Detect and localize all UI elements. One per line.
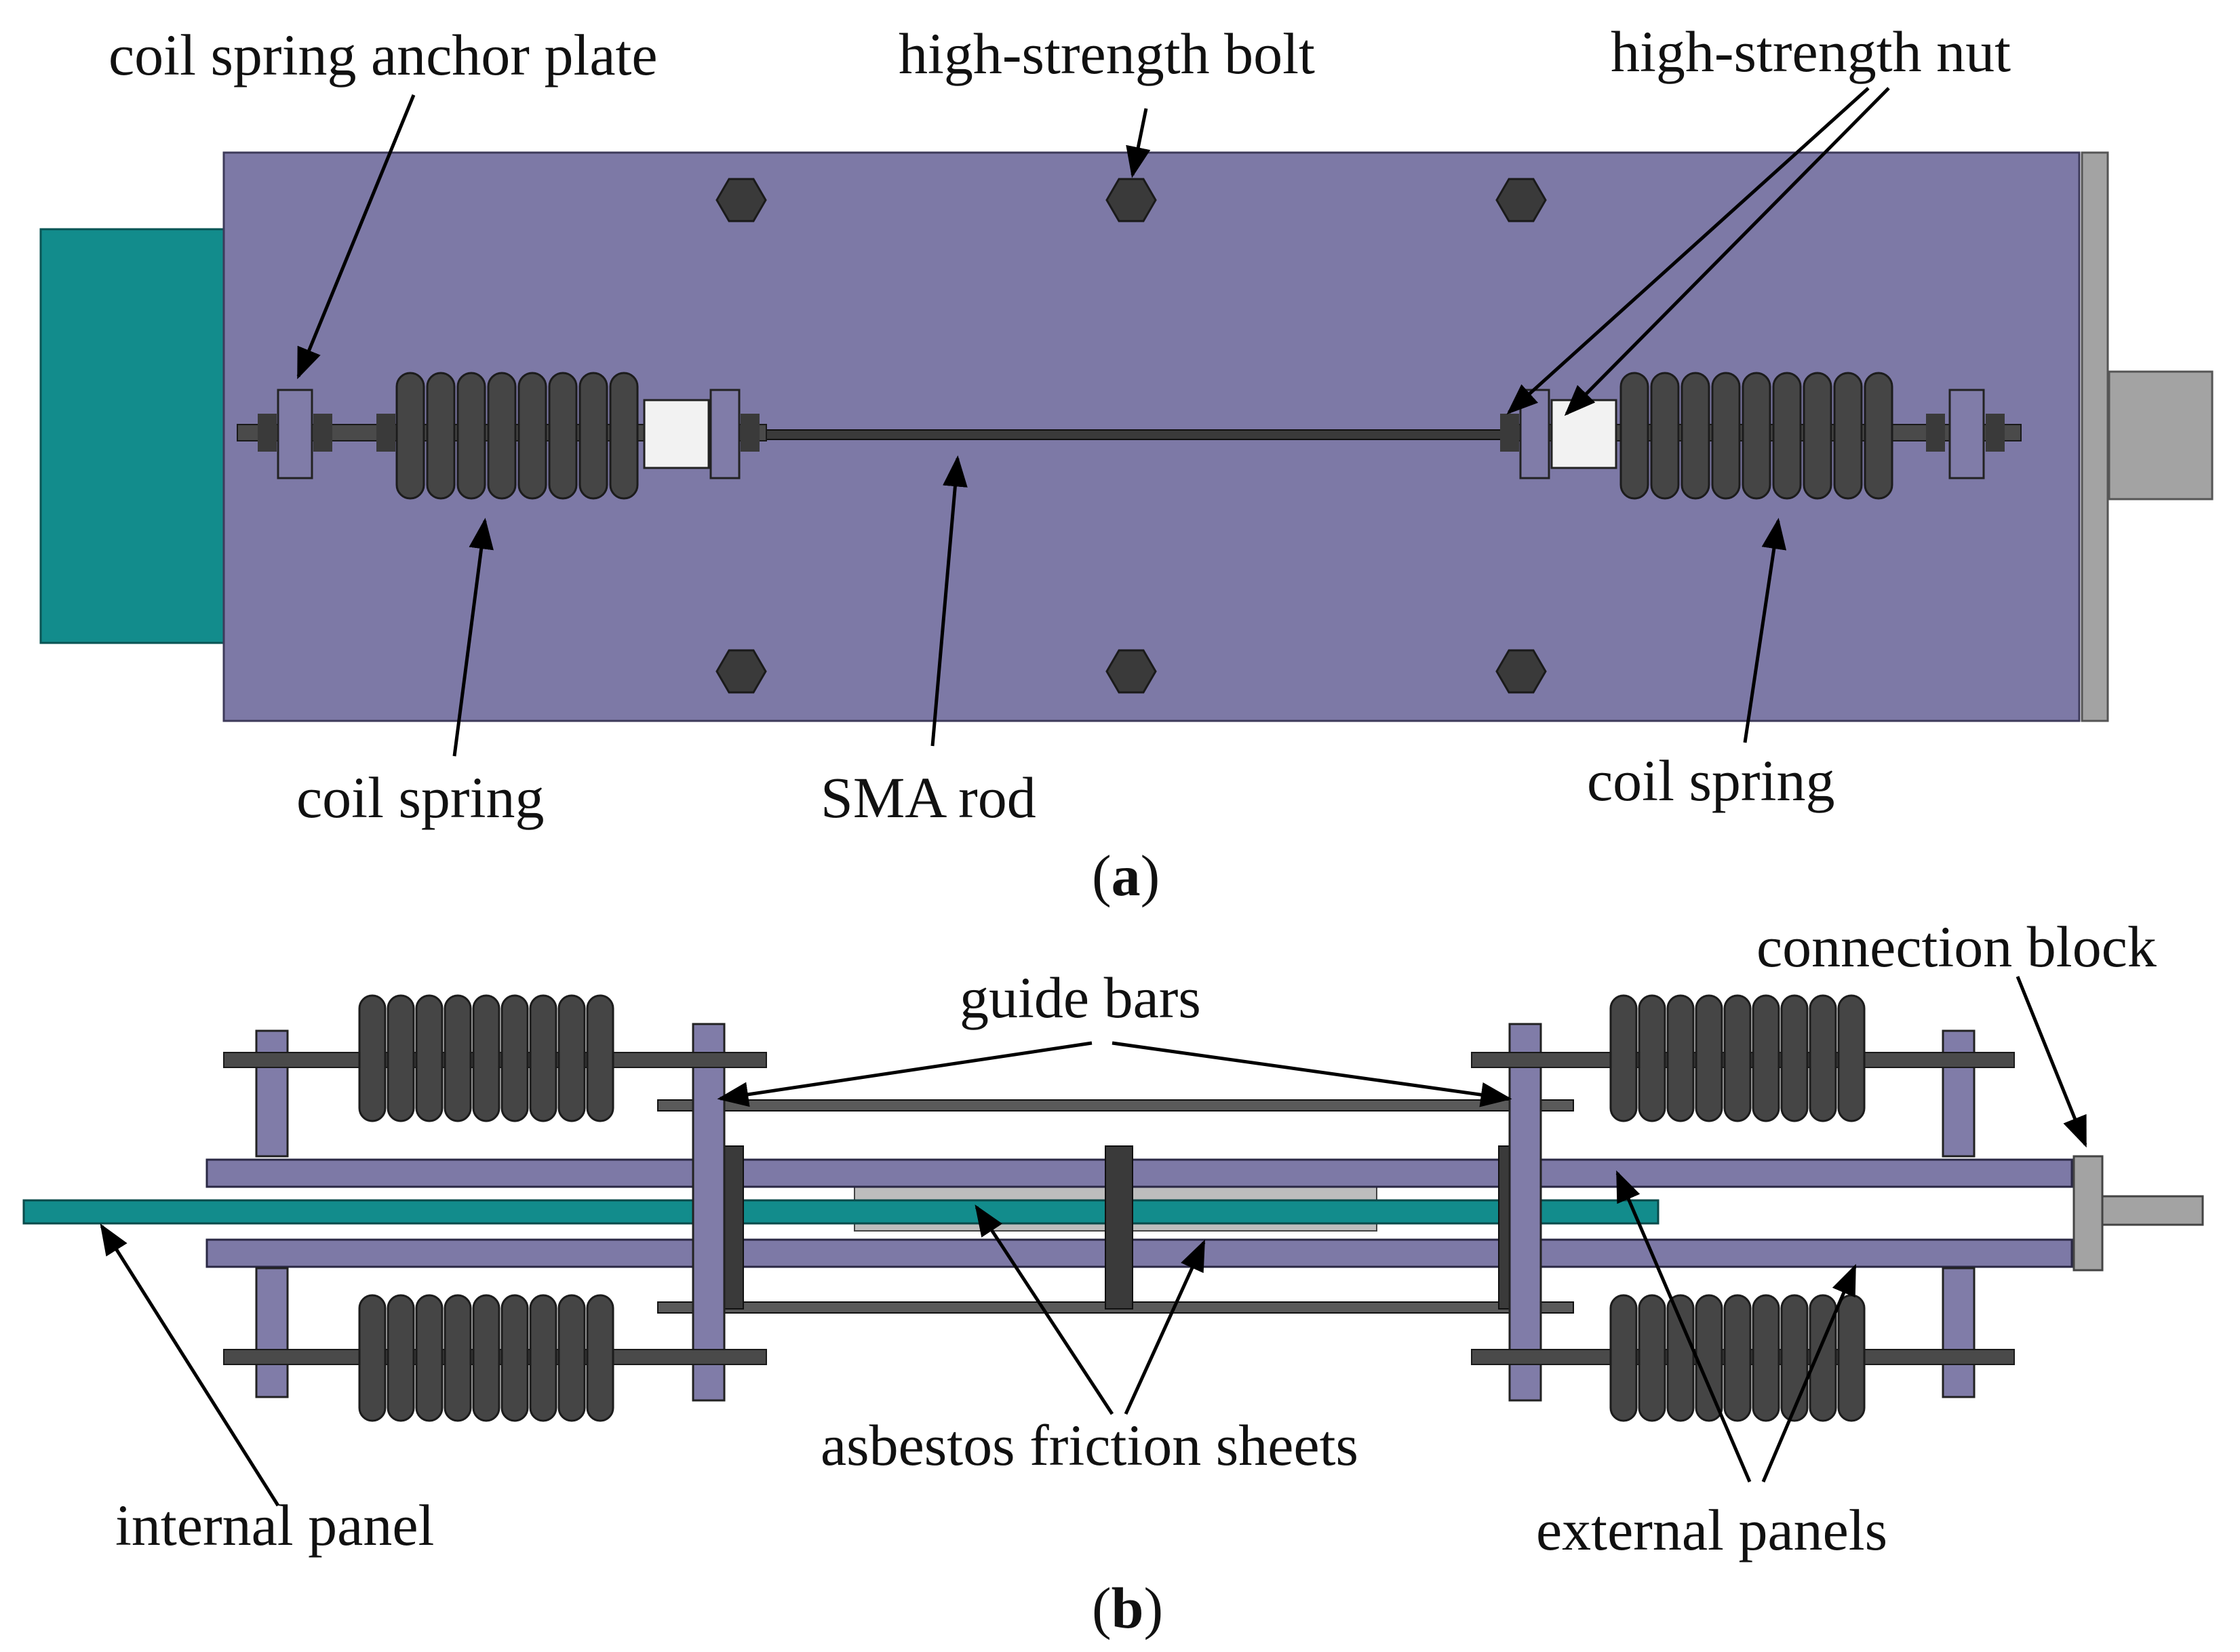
spacer-right — [1550, 399, 1617, 469]
arrow-external-bottom — [1761, 1263, 1857, 1482]
bolt-head — [1495, 649, 1547, 694]
coil-spring-b-bottom-left — [358, 1294, 614, 1422]
caption-a-letter: a — [1112, 843, 1141, 908]
coil-spring-b-top-right — [1609, 994, 1866, 1122]
plate-outer-right-bottom — [1942, 1267, 1976, 1398]
arrow-external-top — [1615, 1170, 1752, 1482]
arrow-guide-bar-left — [717, 1041, 1093, 1107]
arrow-spring-right — [1743, 517, 1787, 743]
arrow-sma-rod — [930, 455, 968, 747]
coil-spring-right — [1619, 372, 1893, 500]
bolt-head — [715, 649, 767, 694]
arrow-connection-block — [2016, 976, 2087, 1148]
plate-outer-right-top — [1942, 1029, 1976, 1158]
arrow-nut-1 — [1506, 87, 1870, 415]
internal-panel — [22, 1199, 1659, 1225]
center-bolt — [1105, 1145, 1133, 1310]
arrow-guide-bar-right — [1112, 1041, 1512, 1107]
nut — [313, 414, 332, 452]
panel-a: coil spring anchor plate high-strength b… — [39, 19, 2214, 908]
label-sma-rod: SMA rod — [821, 765, 1036, 830]
arrow-anchor-plate — [296, 94, 416, 380]
bolt-head — [1495, 178, 1547, 222]
nut — [1926, 414, 1945, 452]
connection-block-a — [2108, 370, 2214, 500]
label-spring-left: coil spring — [296, 765, 544, 830]
plate-outer-left-top — [255, 1029, 289, 1158]
coil-spring-left — [395, 372, 639, 500]
plate-inner-left — [692, 1023, 726, 1402]
nut — [1500, 414, 1519, 452]
end-plate — [2081, 151, 2109, 722]
label-connection-block: connection block — [1756, 914, 2157, 979]
bolt-head — [1105, 649, 1157, 694]
bolt-head — [1105, 178, 1157, 222]
anchor-plate-inner-right — [1519, 389, 1550, 479]
connection-block-plate — [2072, 1155, 2104, 1272]
nut — [258, 414, 277, 452]
arrow-spring-left — [452, 517, 494, 757]
nut — [1986, 414, 2005, 452]
label-guide-bars: guide bars — [960, 965, 1201, 1030]
label-nut: high-strength nut — [1611, 19, 2011, 84]
caption-b: (b) — [1092, 1575, 1163, 1640]
label-friction-sheets: asbestos friction sheets — [821, 1413, 1358, 1478]
label-internal-panel: internal panel — [115, 1493, 434, 1558]
arrow-bolt — [1126, 108, 1151, 178]
anchor-plate-inner-left — [709, 389, 741, 479]
plate-outer-left-bottom — [255, 1267, 289, 1398]
arrow-nut-2 — [1564, 87, 1890, 416]
bolt-head — [715, 178, 767, 222]
high-strength-bolts — [715, 178, 1547, 694]
sma-rod — [718, 429, 1560, 440]
label-spring-right: coil spring — [1587, 748, 1834, 813]
coil-spring-b-top-left — [358, 994, 614, 1122]
coil-spring-b-bottom-right — [1609, 1294, 1866, 1422]
nut — [741, 414, 760, 452]
label-external-panels: external panels — [1536, 1497, 1887, 1562]
label-anchor-plate: coil spring anchor plate — [109, 22, 658, 87]
arrow-internal-panel — [100, 1223, 280, 1507]
arrow-friction-right — [1124, 1239, 1206, 1415]
spacer-left — [643, 399, 710, 469]
external-panel-bottom — [205, 1238, 2073, 1268]
vertical-plates — [255, 1023, 1976, 1402]
plate-inner-right — [1508, 1023, 1542, 1402]
caption-a: (a) — [1092, 843, 1160, 908]
arrow-friction-left — [975, 1204, 1114, 1415]
external-panel-top — [205, 1158, 2073, 1188]
anchor-plate-left — [277, 389, 313, 479]
connection-block-stub — [2101, 1195, 2204, 1226]
panel-b: connection block guide bars asbestos fri… — [22, 914, 2204, 1640]
leader-lines-a — [296, 87, 1890, 757]
label-bolt: high-strength bolt — [899, 21, 1315, 86]
leader-lines-b — [100, 976, 2087, 1507]
teal-end-block — [39, 228, 227, 644]
caption-b-letter: b — [1112, 1575, 1144, 1640]
guide-bar-top — [657, 1099, 1574, 1112]
nut — [376, 414, 395, 452]
anchor-plate-right — [1948, 389, 1985, 479]
